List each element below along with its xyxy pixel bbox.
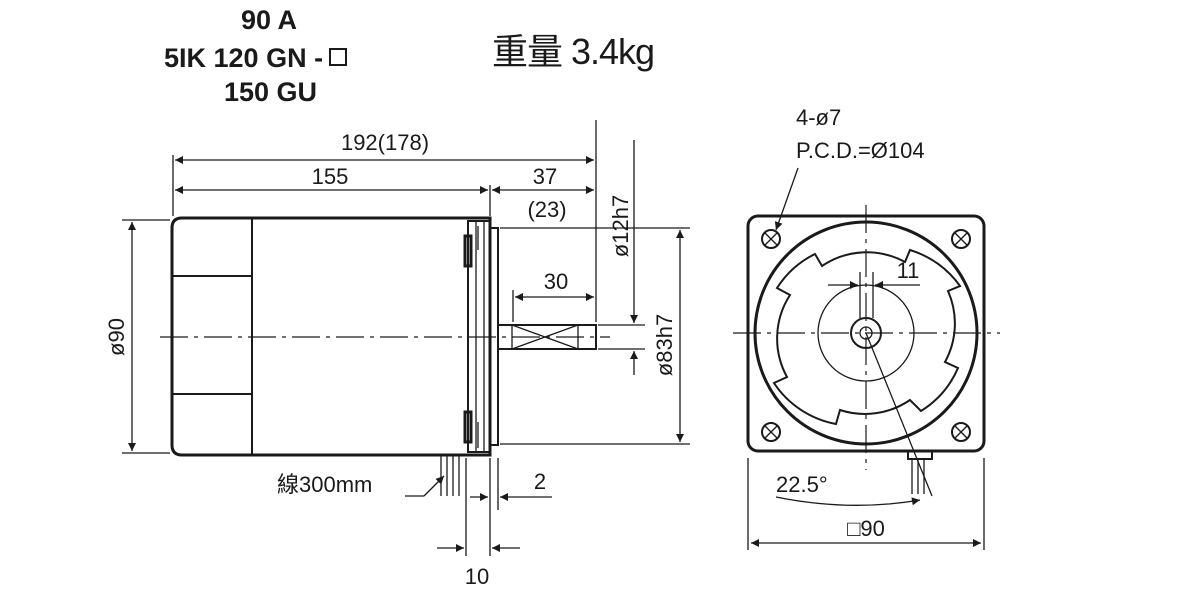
dim-angle: 22.5° (776, 472, 828, 497)
dim-flange-thickness: 2 (534, 469, 546, 494)
mounting-holes (761, 229, 971, 442)
hole-spec: 4-ø7 (796, 105, 841, 130)
pilot-ring (772, 248, 962, 426)
front-view: 11 4-ø7 P.C.D.=Ø104 22.5° □90 (733, 105, 1000, 550)
lead-wire (440, 455, 460, 496)
dim-shaft-diameter: ø12h7 (608, 195, 633, 257)
output-shaft (497, 324, 597, 350)
side-view: 192(178) 155 37 (23) 30 ø12h7 ø83h7 ø90 … (104, 120, 690, 589)
model-line-3: 150 GU (224, 77, 318, 107)
dim-body-length: 155 (312, 164, 349, 189)
model-line-2-text: 5IK 120 GN - (164, 43, 324, 73)
dim-key-width: 11 (897, 258, 920, 283)
dim-key-length: 30 (544, 269, 568, 294)
dim-overall-length: 192(178) (341, 130, 429, 155)
weight-label: 重量 3.4kg (492, 31, 655, 72)
model-line-1: 90 A (241, 5, 298, 35)
dim-flange-offset: 10 (465, 564, 489, 589)
lead-wire-label: 線300mm (277, 472, 372, 497)
dim-shaft-extension: 37 (533, 164, 557, 189)
model-line-2: 5IK 120 GN - (164, 43, 348, 73)
motor-body (170, 216, 492, 457)
pcd-spec: P.C.D.=Ø104 (796, 138, 925, 163)
variant-box-icon (329, 48, 348, 66)
dim-pilot-diameter: ø83h7 (652, 314, 677, 376)
dim-shaft-extension-alt: (23) (527, 197, 566, 222)
dim-body-diameter: ø90 (104, 318, 129, 356)
dim-square: □90 (847, 516, 885, 541)
